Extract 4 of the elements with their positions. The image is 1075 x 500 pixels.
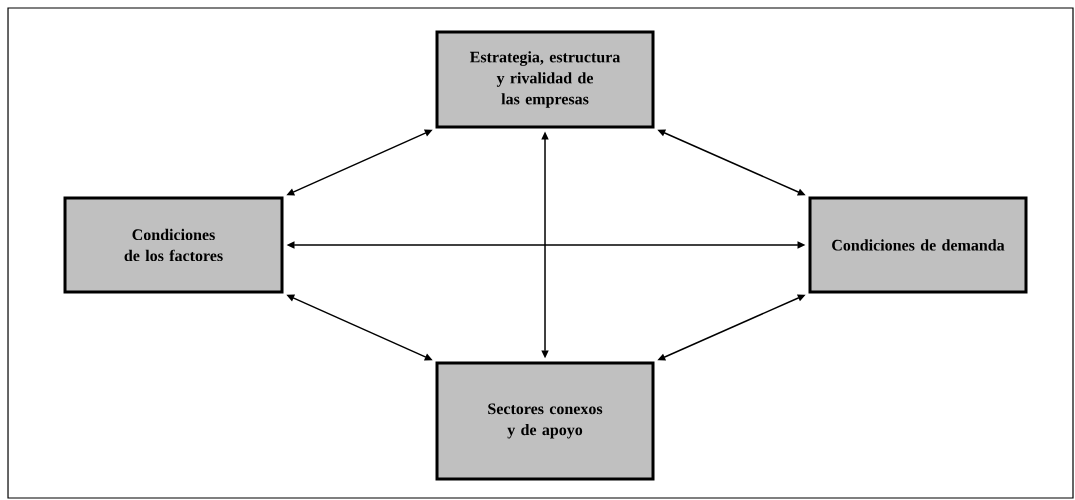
text-box: Estrategia, estructura y rivalidad de las empresas [435, 30, 655, 129]
text-box: Condiciones de demanda [808, 196, 1028, 294]
text-box: Condiciones de los factores [63, 196, 284, 294]
text-box: Sectores conexos y de apoyo [435, 361, 655, 481]
